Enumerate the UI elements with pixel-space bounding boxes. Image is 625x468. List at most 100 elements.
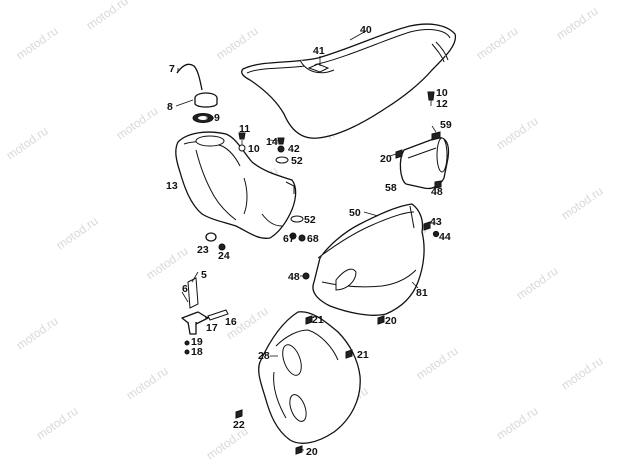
callout-22: 22: [233, 419, 245, 431]
leader-6: [181, 291, 189, 303]
callout-20-panel: 20: [385, 315, 397, 327]
leader-40: [349, 30, 367, 41]
fuel-tank-recess: [243, 177, 248, 215]
fuel-tank-contour-side: [195, 149, 237, 221]
nut-44: [432, 230, 440, 238]
fuel-tank-mount-tab: [261, 213, 283, 227]
watermark-text: motod.ru: [414, 344, 461, 383]
callout-20-box: 20: [380, 153, 392, 165]
callout-13: 13: [166, 180, 178, 192]
callout-52-bottom: 52: [304, 214, 316, 226]
callout-11: 11: [239, 123, 250, 135]
air-box-group: [395, 131, 450, 190]
tank-hardware: [205, 91, 435, 251]
leader-50: [363, 211, 379, 217]
watermark-text: motod.ru: [144, 244, 191, 283]
screw-20-box: [395, 149, 403, 159]
seat-rear-detail: [431, 41, 449, 63]
seat-assembly: [241, 23, 457, 139]
callout-42: 42: [288, 143, 300, 155]
fuel-tap-outlet: [187, 321, 197, 335]
callout-50: 50: [349, 207, 361, 219]
watermark-text: motod.ru: [54, 214, 101, 253]
leader-14: [269, 139, 279, 142]
screw-20-panel: [377, 315, 385, 325]
callout-59: 59: [440, 119, 452, 131]
nut-24: [218, 243, 226, 251]
watermark-text: motod.ru: [214, 24, 261, 63]
callout-40: 40: [360, 24, 372, 36]
callout-21-side: 21: [357, 349, 369, 361]
callout-43: 43: [430, 216, 442, 228]
leader-8: [175, 99, 194, 107]
callout-81: 81: [416, 287, 428, 299]
side-panel-opening: [335, 268, 357, 291]
watermark-text: motod.ru: [4, 124, 51, 163]
screw-21-side: [345, 349, 353, 359]
clip-22: [235, 409, 243, 419]
leader-5: [191, 271, 199, 283]
watermark-text: motod.ru: [514, 264, 561, 303]
shroud-upper-contour: [275, 329, 339, 361]
leader-lines: [175, 30, 437, 451]
screw-21-top: [305, 315, 313, 325]
side-panel-shell: [312, 203, 425, 316]
fuel-tank-front-tab: [285, 181, 295, 194]
screw-11: [238, 132, 246, 140]
fuel-tank: [175, 131, 297, 239]
leader-20a: [389, 153, 397, 157]
callout-5: 5: [201, 269, 207, 281]
screw-20-shroud: [295, 445, 303, 455]
fuel-tank-contour-top: [183, 141, 241, 167]
callout-28: 28: [258, 350, 270, 362]
nut-42: [277, 145, 285, 153]
callout-17: 17: [206, 322, 218, 334]
fuel-cap-body: [194, 98, 218, 108]
watermark-text: motod.ru: [494, 114, 541, 153]
callout-labels: 40 41 7 8 9 10 12 11 10 14 42 52 13 59 2…: [166, 24, 452, 458]
watermark-text: motod.ru: [114, 104, 161, 143]
washer-19: [184, 340, 190, 346]
shroud-lower-contour: [273, 371, 287, 419]
shroud-cutout-top: [282, 344, 302, 376]
sleeve-67: [289, 232, 297, 240]
callout-23: 23: [197, 244, 209, 256]
fuel-tank-filler-neck: [195, 135, 225, 147]
watermark-text: motod.ru: [84, 0, 131, 32]
watermark-text: motod.ru: [14, 314, 61, 353]
fuel-cap-group: [176, 63, 218, 123]
watermark-text: motod.ru: [559, 354, 606, 393]
watermark-text: motod.ru: [474, 24, 521, 63]
callout-41: 41: [313, 45, 325, 57]
rubber-52: [275, 156, 289, 164]
watermark-text: motod.ru: [34, 404, 81, 443]
fuel-tank-shell: [175, 131, 297, 239]
callout-20-shroud: 20: [306, 446, 318, 458]
leader-59: [431, 125, 437, 133]
leader-81: [411, 281, 419, 289]
tool-box-edge: [407, 147, 437, 159]
callout-18: 18: [191, 346, 203, 358]
screw-16: [207, 309, 229, 321]
seat-cover-line: [246, 29, 451, 74]
callout-7: 7: [169, 63, 175, 75]
callout-14: 14: [266, 136, 278, 148]
callout-10-tank: 10: [248, 143, 260, 155]
watermark-text: motod.ru: [494, 404, 541, 443]
tool-box-cap: [436, 137, 448, 173]
clip-59: [431, 131, 441, 141]
callout-6: 6: [182, 283, 188, 295]
callout-67: 67: [283, 233, 295, 245]
callout-52-top: 52: [291, 155, 303, 167]
fuel-tap-body: [187, 277, 199, 309]
side-panel: [302, 203, 440, 325]
seat-label-plate: [307, 63, 330, 73]
rubber-52-b: [290, 215, 304, 223]
screw-18: [184, 349, 190, 355]
callout-21-top: 21: [312, 314, 324, 326]
bushing-68: [298, 234, 306, 242]
shroud: [235, 311, 361, 455]
screw-48-box: [434, 180, 442, 189]
